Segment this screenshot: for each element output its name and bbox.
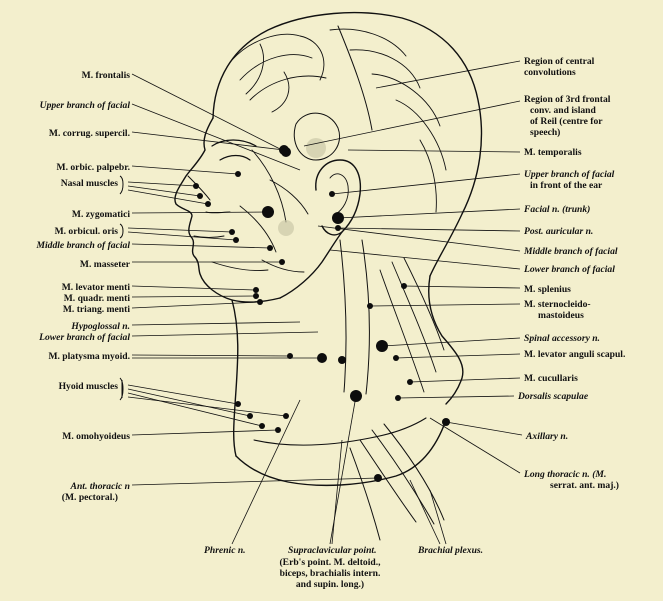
label-facial-trunk: Facial n. (trunk) — [524, 204, 590, 215]
label-spinal-accessory: Spinal accessory n. — [524, 333, 600, 344]
label-lower-facial-r: Lower branch of facial — [524, 264, 615, 275]
label-phrenic: Phrenic n. — [204, 545, 246, 556]
brace-orbicul — [120, 224, 123, 238]
brace-nasal — [120, 176, 123, 194]
label-dorsalis-scapulae: Dorsalis scapulae — [518, 391, 588, 402]
label-cucullaris: M. cucullaris — [524, 373, 578, 384]
label-long-thoracic: Long thoracic n. (M. serrat. ant. maj.) — [524, 469, 619, 491]
label-supraclavicular: Supraclavicular point. — [288, 545, 377, 556]
label-axillary: Axillary n. — [526, 431, 568, 442]
label-post-auricular: Post. auricular n. — [524, 226, 593, 237]
label-third-frontal: Region of 3rd frontal conv. and island o… — [524, 94, 610, 138]
label-levator-scapul: M. levator anguli scapul. — [524, 349, 625, 360]
label-middle-facial-r: Middle branch of facial — [524, 246, 618, 257]
label-splenius: M. splenius — [524, 284, 571, 295]
label-brachial: Brachial plexus. — [418, 545, 483, 556]
label-erb: (Erb's point. M. deltoid., biceps, brach… — [260, 557, 400, 590]
label-temporalis: M. temporalis — [524, 147, 582, 158]
label-upper-facial-ear: Upper branch of facial in front of the e… — [524, 169, 614, 191]
label-central-conv: Region of central convolutions — [524, 56, 594, 78]
label-sternocleido: M. sternocleido- mastoideus — [524, 299, 591, 321]
